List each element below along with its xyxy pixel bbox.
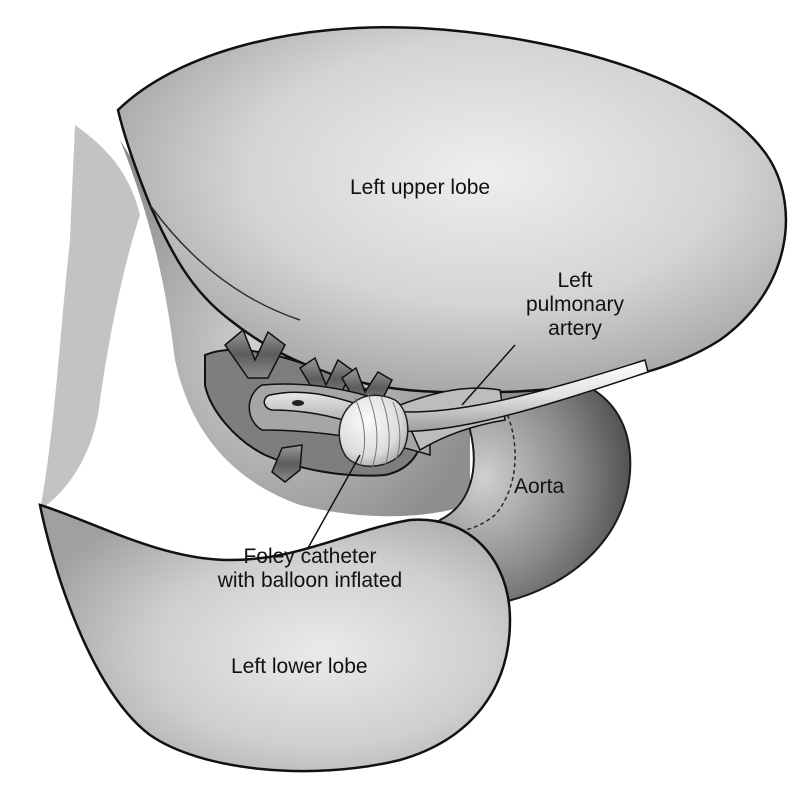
balloon-ribs [354,393,401,469]
label-left-upper-lobe: Left upper lobe [350,176,491,199]
upper-lobe-fissure-line [149,204,301,321]
inflated-balloon [338,394,409,467]
label-aorta: Aorta [514,475,565,498]
aorta-dashed-edge [419,384,516,533]
branch-y-left [223,328,286,379]
left-lower-lobe [38,503,512,773]
label-foley-catheter: Foley catheter with balloon inflated [217,545,403,592]
left-upper-lobe [116,25,788,394]
catheter-tip-eye [292,400,304,406]
label-left-pulmonary-artery: Left pulmonary artery [525,269,625,340]
leader-line-catheter [307,454,361,549]
label-left-lower-lobe: Left lower lobe [231,655,368,678]
chest-wall [40,125,140,510]
leader-line-artery [461,344,516,406]
branch-lower [271,444,303,483]
